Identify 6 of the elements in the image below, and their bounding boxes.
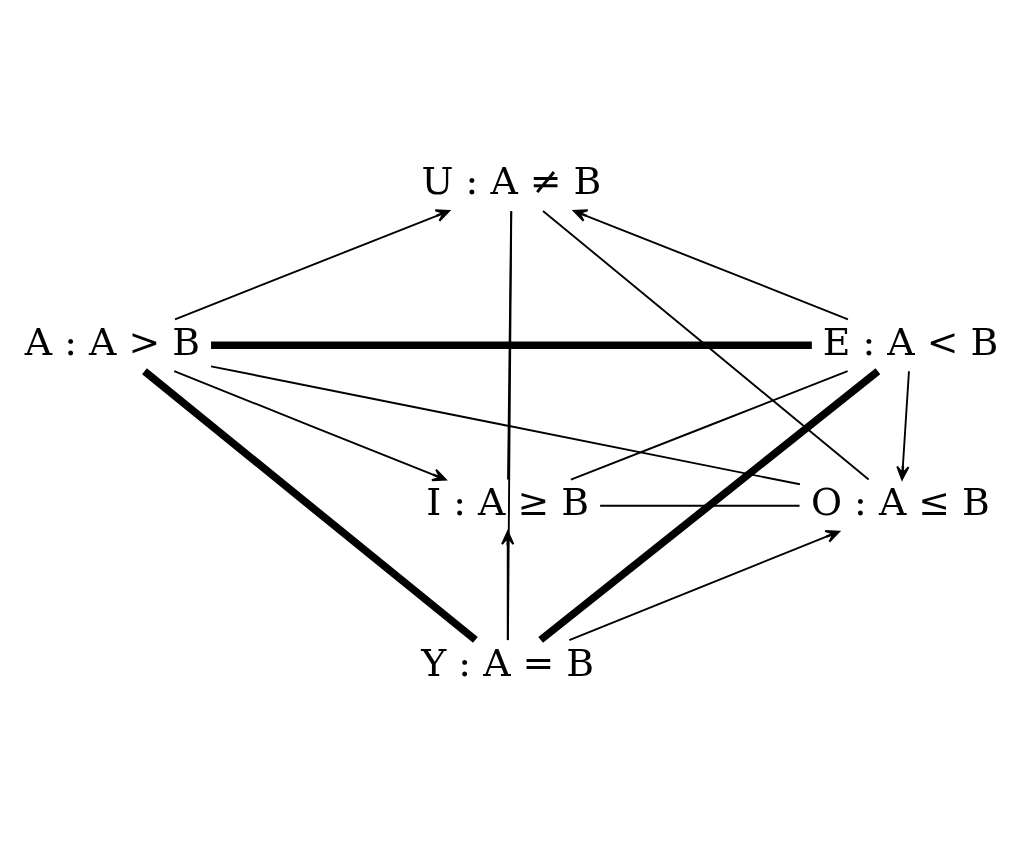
- node-text: O : A ≤ B: [810, 479, 990, 524]
- node-text: A : A > B: [24, 319, 201, 364]
- node-text: U : A ≠ B: [421, 158, 602, 203]
- node-text: E : A < B: [822, 319, 999, 364]
- node-text: I : A ≥ B: [426, 479, 590, 524]
- node-text: Y : A = B: [421, 640, 595, 685]
